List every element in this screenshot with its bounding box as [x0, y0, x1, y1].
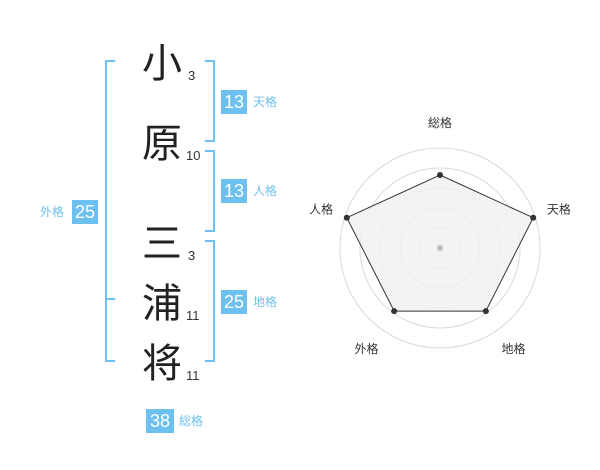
- radar-grid-ring: [339, 147, 541, 349]
- gaikaku-label: 外格: [40, 205, 65, 219]
- radar-point-3: [482, 308, 489, 315]
- name-char-1: 小: [142, 41, 182, 87]
- radar-axis-label-1: 総格: [428, 115, 452, 130]
- radar-axis-label-5: 人格: [309, 201, 333, 216]
- name-char-2: 原: [142, 121, 182, 167]
- chikaku-value-badge: 25: [221, 290, 247, 314]
- gaikaku-bracket: [105, 60, 115, 362]
- name-char-4: 浦: [142, 281, 182, 327]
- radar-axis-label-2: 天格: [547, 201, 571, 216]
- radar-point-5: [343, 214, 350, 221]
- jinkaku-label: 人格: [253, 184, 278, 198]
- gaikaku-value-badge: 25: [72, 200, 98, 224]
- radar-point-1: [437, 172, 443, 178]
- jinkaku-value-badge: 13: [221, 179, 247, 203]
- radar-point-4: [391, 308, 398, 315]
- radar-center-dot: [437, 245, 443, 251]
- tenkaku-value-badge: 13: [221, 90, 247, 114]
- stroke-count-2: 10: [186, 148, 201, 163]
- stroke-count-3: 3: [188, 248, 196, 263]
- chikaku-bracket: [205, 240, 215, 362]
- radar-grid-ring: [359, 167, 521, 329]
- tenkaku-label: 天格: [253, 95, 278, 109]
- soukaku-label: 総格: [179, 414, 204, 428]
- tenkaku-bracket: [205, 60, 215, 142]
- gaikaku-bracket-divider: [105, 298, 115, 300]
- jinkaku-bracket: [205, 150, 215, 232]
- stroke-count-1: 3: [188, 68, 196, 83]
- stroke-count-5: 11: [186, 368, 200, 383]
- soukaku-value-badge: 38: [146, 409, 174, 433]
- stroke-count-4: 11: [186, 308, 200, 323]
- name-char-3: 三: [142, 221, 182, 267]
- radar-area: [346, 174, 534, 312]
- radar-axis-label-3: 地格: [501, 341, 525, 356]
- radar-axis-label-4: 外格: [355, 341, 379, 356]
- radar-point-2: [530, 214, 537, 221]
- name-char-5: 将: [142, 341, 182, 387]
- chikaku-label: 地格: [253, 295, 278, 309]
